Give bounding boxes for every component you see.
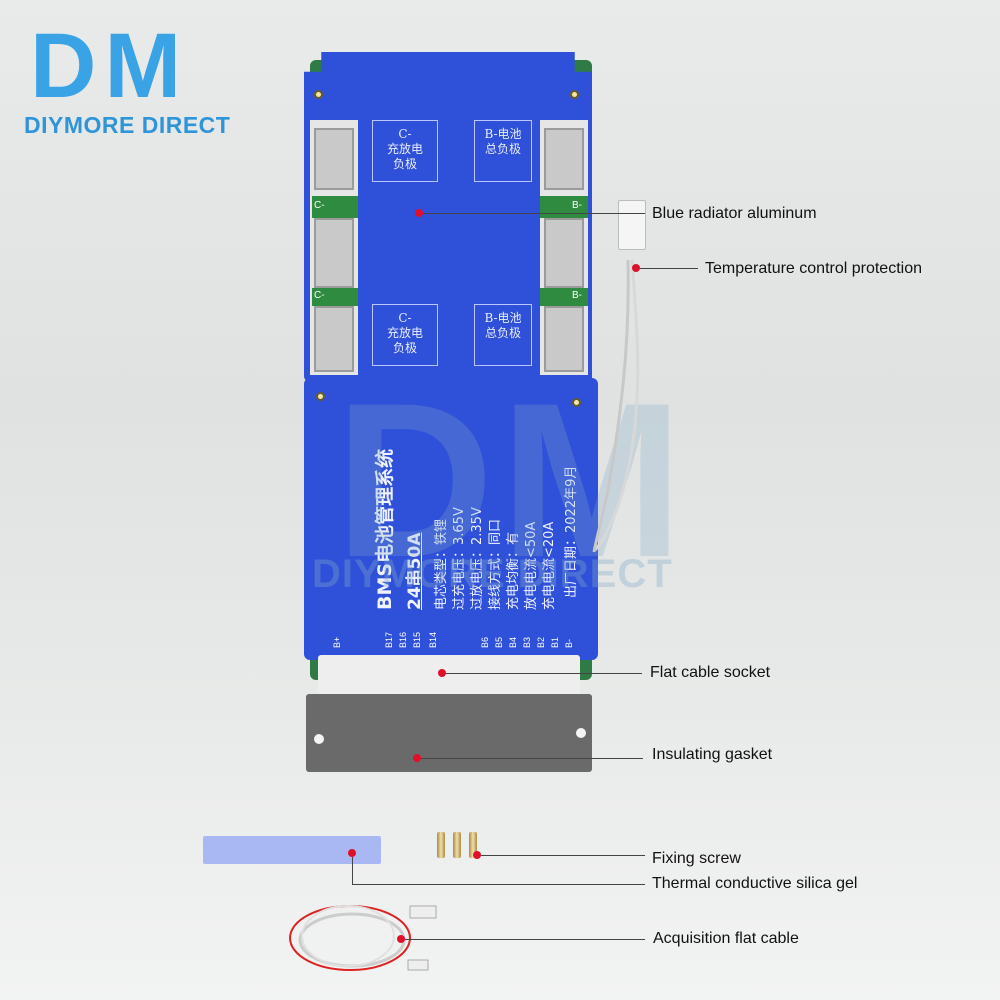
pin-label: B17: [384, 631, 394, 648]
callout-thermal-silica-gel: Thermal conductive silica gel: [652, 875, 858, 892]
mount-hole: [570, 90, 579, 99]
label-box: B-电池 总负极: [474, 120, 532, 182]
callout-dot: [438, 669, 446, 677]
terminal-pad: [314, 306, 354, 372]
terminal-pad: [544, 128, 584, 190]
label-line: 负极: [392, 157, 417, 171]
acquisition-flat-cable: [289, 905, 437, 971]
temperature-sensor: [618, 200, 646, 250]
gasket-hole: [314, 734, 324, 744]
callout-acquisition-flat-cable: Acquisition flat cable: [653, 930, 799, 947]
fixing-screw: [469, 832, 477, 858]
terminal-pad: [314, 128, 354, 190]
blue-radiator-plate-bottom: [304, 378, 598, 660]
callout-dot: [473, 851, 481, 859]
brand-logo-text: DIYMORE DIRECT: [24, 112, 231, 138]
pin-label: B-: [564, 639, 574, 648]
label-line: 充放电: [386, 142, 423, 156]
pin-label: B4: [508, 636, 518, 648]
pin-label: B5: [494, 636, 504, 648]
callout-dot: [413, 754, 421, 762]
label-line: B-电池: [484, 127, 522, 141]
pin-labels-right: B14 B6 B5 B4 B3 B2 B1 B-: [426, 610, 576, 650]
callout-leader: [405, 939, 645, 940]
label-line: 总负极: [484, 142, 521, 156]
label-line: C-: [398, 311, 412, 325]
label-box: C- 充放电 负极: [372, 120, 438, 182]
gasket-hole: [576, 728, 586, 738]
mount-hole: [314, 90, 323, 99]
pin-label: B6: [480, 636, 490, 648]
label-line: 充放电: [386, 326, 423, 340]
label-line: C-: [398, 127, 412, 141]
terminal-pad: [544, 306, 584, 372]
pin-label: B1: [550, 636, 560, 648]
mount-hole: [316, 392, 325, 401]
callout-dot: [632, 264, 640, 272]
callout-flat-cable-socket: Flat cable socket: [650, 664, 771, 681]
fixing-screw: [437, 832, 445, 858]
callout-leader: [352, 884, 645, 885]
side-mark-left: C-: [314, 290, 325, 301]
callout-blue-radiator-aluminum: Blue radiator aluminum: [652, 205, 817, 222]
terminal-pad: [544, 218, 584, 288]
insulating-gasket: [306, 694, 592, 772]
green-strip: [312, 288, 358, 306]
callout-temperature-control: Temperature control protection: [705, 260, 922, 277]
callout-leader: [423, 213, 645, 214]
side-mark-left: C-: [314, 200, 325, 211]
pin-label: B14: [428, 631, 438, 648]
fixing-screw: [453, 832, 461, 858]
callout-dot: [348, 849, 356, 857]
flat-cable-socket: [318, 655, 580, 695]
callout-insulating-gasket: Insulating gasket: [652, 746, 773, 763]
side-mark-right: B-: [572, 290, 582, 301]
callout-leader: [421, 758, 643, 759]
sensor-wires: [592, 259, 640, 553]
mount-hole: [572, 398, 581, 407]
label-box: C- 充放电 负极: [372, 304, 438, 366]
label-line: 总负极: [484, 326, 521, 340]
callout-leader: [446, 673, 642, 674]
label-line: B-电池: [484, 311, 522, 325]
side-mark-right: B-: [572, 200, 582, 211]
pin-label: B3: [522, 636, 532, 648]
brand-logo-mark: DM: [30, 15, 190, 117]
callout-dot: [415, 209, 423, 217]
label-line: 负极: [392, 341, 417, 355]
green-strip: [540, 196, 588, 218]
green-strip: [540, 288, 588, 306]
callout-leader: [352, 857, 353, 884]
callout-dot: [397, 935, 405, 943]
callout-fixing-screw: Fixing screw: [652, 850, 741, 867]
watermark-text: DIYMORE DIRECT: [312, 552, 673, 596]
pin-label: B+: [332, 636, 342, 648]
pin-label: B16: [398, 631, 408, 648]
callout-leader: [481, 855, 645, 856]
terminal-pad: [314, 218, 354, 288]
pin-label: B15: [412, 631, 422, 648]
pin-label: B2: [536, 636, 546, 648]
pin-labels-left: B+ B17 B16 B15: [330, 610, 430, 650]
green-strip: [312, 196, 358, 218]
label-box: B-电池 总负极: [474, 304, 532, 366]
callout-leader: [640, 268, 698, 269]
